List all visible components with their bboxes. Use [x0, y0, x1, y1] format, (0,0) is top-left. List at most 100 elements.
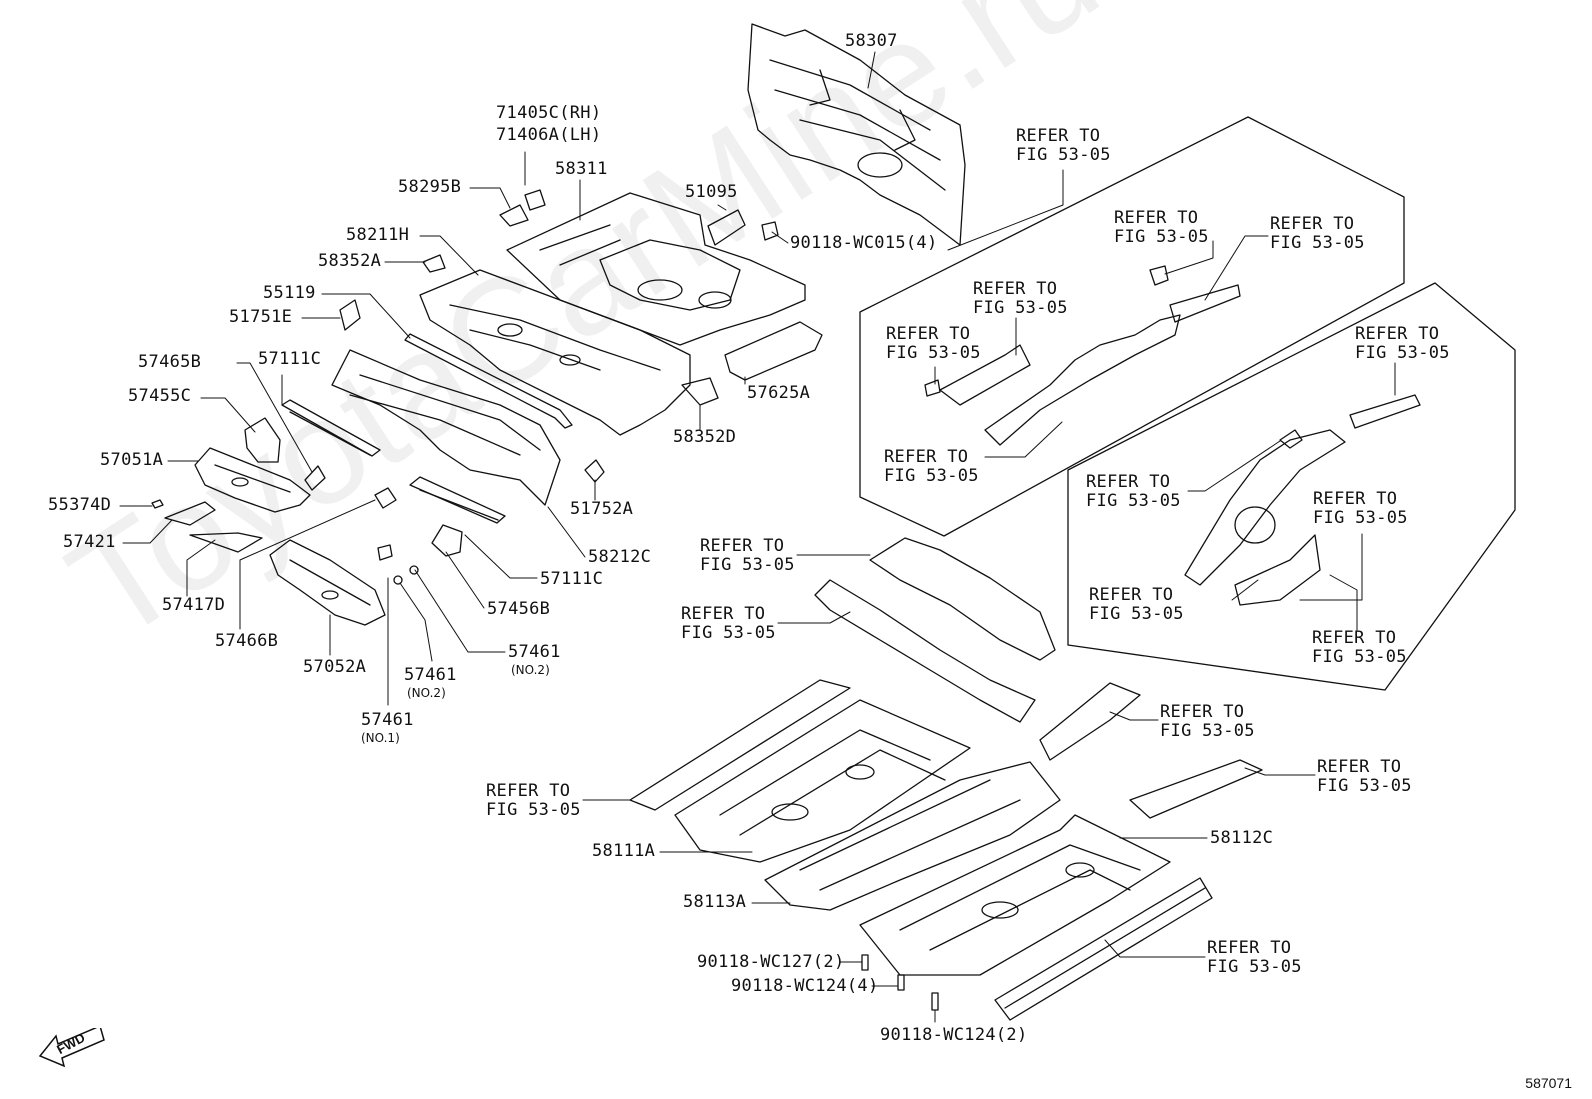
label-57461-no2-left: 57461 — [404, 665, 457, 685]
part-58352a — [422, 254, 446, 273]
label-57111c-upper: 57111C — [258, 349, 322, 369]
fwd-arrow-icon — [38, 1028, 105, 1068]
refer-label: REFER TO FIG 53-05 — [1160, 702, 1255, 741]
part-57465b — [304, 465, 326, 491]
part-58212c — [331, 349, 561, 506]
part-58112c — [859, 814, 1171, 976]
sub-no1: (NO.1) — [361, 731, 400, 745]
label-57111c-lower: 57111C — [540, 569, 604, 589]
part-58111a — [629, 679, 971, 863]
leader-lines — [119, 51, 1396, 1023]
group-upper-members — [924, 265, 1241, 446]
part-rocker-rail — [814, 579, 1036, 723]
part-58295b — [499, 204, 529, 227]
refer-label: REFER TO FIG 53-05 — [681, 604, 776, 643]
label-57052a: 57052A — [303, 657, 367, 677]
part-57421 — [164, 501, 216, 526]
part-51751e — [339, 299, 361, 331]
label-57456b: 57456B — [487, 599, 551, 619]
label-58307: 58307 — [845, 31, 898, 51]
part-57052a — [269, 539, 386, 626]
part-58352d — [681, 377, 719, 406]
part-57456b — [431, 524, 463, 557]
label-71406a: 71406A(LH) — [496, 125, 602, 145]
sub-no2-left: (NO.2) — [407, 686, 446, 700]
label-90118-wc127: 90118-WC127(2) — [697, 952, 845, 972]
refer-label: REFER TO FIG 53-05 — [973, 279, 1068, 318]
label-57455c: 57455C — [128, 386, 192, 406]
refer-label: REFER TO FIG 53-05 — [1355, 324, 1450, 363]
refer-label: REFER TO FIG 53-05 — [886, 324, 981, 363]
label-90118-wc124-4: 90118-WC124(4) — [731, 976, 879, 996]
part-rocker-right — [994, 877, 1213, 1021]
group-box-upper — [859, 116, 1405, 537]
label-90118-wc015: 90118-WC015(4) — [790, 233, 938, 253]
part-57111c-upper — [281, 399, 381, 457]
diagram-id: 587071 — [1525, 1075, 1572, 1091]
part-51095 — [707, 209, 746, 246]
label-57417d: 57417D — [162, 595, 226, 615]
label-58212c: 58212C — [588, 547, 652, 567]
label-58311: 58311 — [555, 159, 608, 179]
part-57466b — [374, 487, 397, 509]
bolt-wc127 — [861, 954, 869, 971]
label-51095: 51095 — [685, 182, 738, 202]
label-51752a: 51752A — [570, 499, 634, 519]
refer-label: REFER TO FIG 53-05 — [700, 536, 795, 575]
refer-label: REFER TO FIG 53-05 — [486, 781, 581, 820]
part-sill-right — [1129, 759, 1263, 819]
label-57465b: 57465B — [138, 352, 202, 372]
part-51752a — [584, 459, 605, 483]
part-58307-panel — [747, 23, 966, 246]
label-58111a: 58111A — [592, 841, 656, 861]
label-57421: 57421 — [63, 532, 116, 552]
part-55374d — [151, 499, 164, 509]
label-55374d: 55374D — [48, 495, 112, 515]
part-55119 — [404, 333, 573, 429]
label-90118-wc124-2: 90118-WC124(2) — [880, 1025, 1028, 1045]
part-57417d — [189, 532, 263, 553]
part-58311-floor — [506, 192, 806, 346]
part-sill-short — [1039, 682, 1141, 761]
label-58211h: 58211H — [346, 225, 410, 245]
part-57111c-lower — [409, 476, 506, 524]
group-box-right — [1067, 282, 1516, 691]
refer-label: REFER TO FIG 53-05 — [1114, 208, 1209, 247]
part-front-rail-upper — [869, 537, 1056, 661]
bolt-wc124-2 — [931, 992, 939, 1011]
refer-label: REFER TO FIG 53-05 — [1317, 757, 1412, 796]
refer-label: REFER TO FIG 53-05 — [1016, 126, 1111, 165]
label-58352d: 58352D — [673, 427, 737, 447]
part-71405c — [524, 189, 546, 211]
label-58295b: 58295B — [398, 177, 462, 197]
part-58211h — [419, 269, 691, 436]
part-57461-clip-a — [377, 544, 393, 561]
refer-label: REFER TO FIG 53-05 — [1270, 214, 1365, 253]
part-57455c — [244, 417, 281, 463]
group-right-members — [1184, 394, 1421, 606]
label-58112c: 58112C — [1210, 828, 1274, 848]
part-57461-clip-c — [409, 565, 419, 575]
label-51751e: 51751E — [229, 307, 293, 327]
label-57051a: 57051A — [100, 450, 164, 470]
label-55119: 55119 — [263, 283, 316, 303]
label-58352a: 58352A — [318, 251, 382, 271]
refer-label: REFER TO FIG 53-05 — [884, 447, 979, 486]
part-57625a — [724, 321, 823, 381]
refer-label: REFER TO FIG 53-05 — [1312, 628, 1407, 667]
bolt-wc124-4 — [897, 974, 905, 991]
label-57625a: 57625A — [747, 383, 811, 403]
part-57461-clip-b — [393, 575, 403, 585]
sub-no2-right: (NO.2) — [511, 663, 550, 677]
refer-label: REFER TO FIG 53-05 — [1086, 472, 1181, 511]
label-57461-no2-right: 57461 — [508, 642, 561, 662]
part-bolt-wc015 — [761, 221, 779, 241]
part-57051a — [194, 447, 311, 513]
label-57461-no1: 57461 — [361, 710, 414, 730]
refer-label: REFER TO FIG 53-05 — [1313, 489, 1408, 528]
label-57466b: 57466B — [215, 631, 279, 651]
label-58113a: 58113A — [683, 892, 747, 912]
refer-label: REFER TO FIG 53-05 — [1089, 585, 1184, 624]
